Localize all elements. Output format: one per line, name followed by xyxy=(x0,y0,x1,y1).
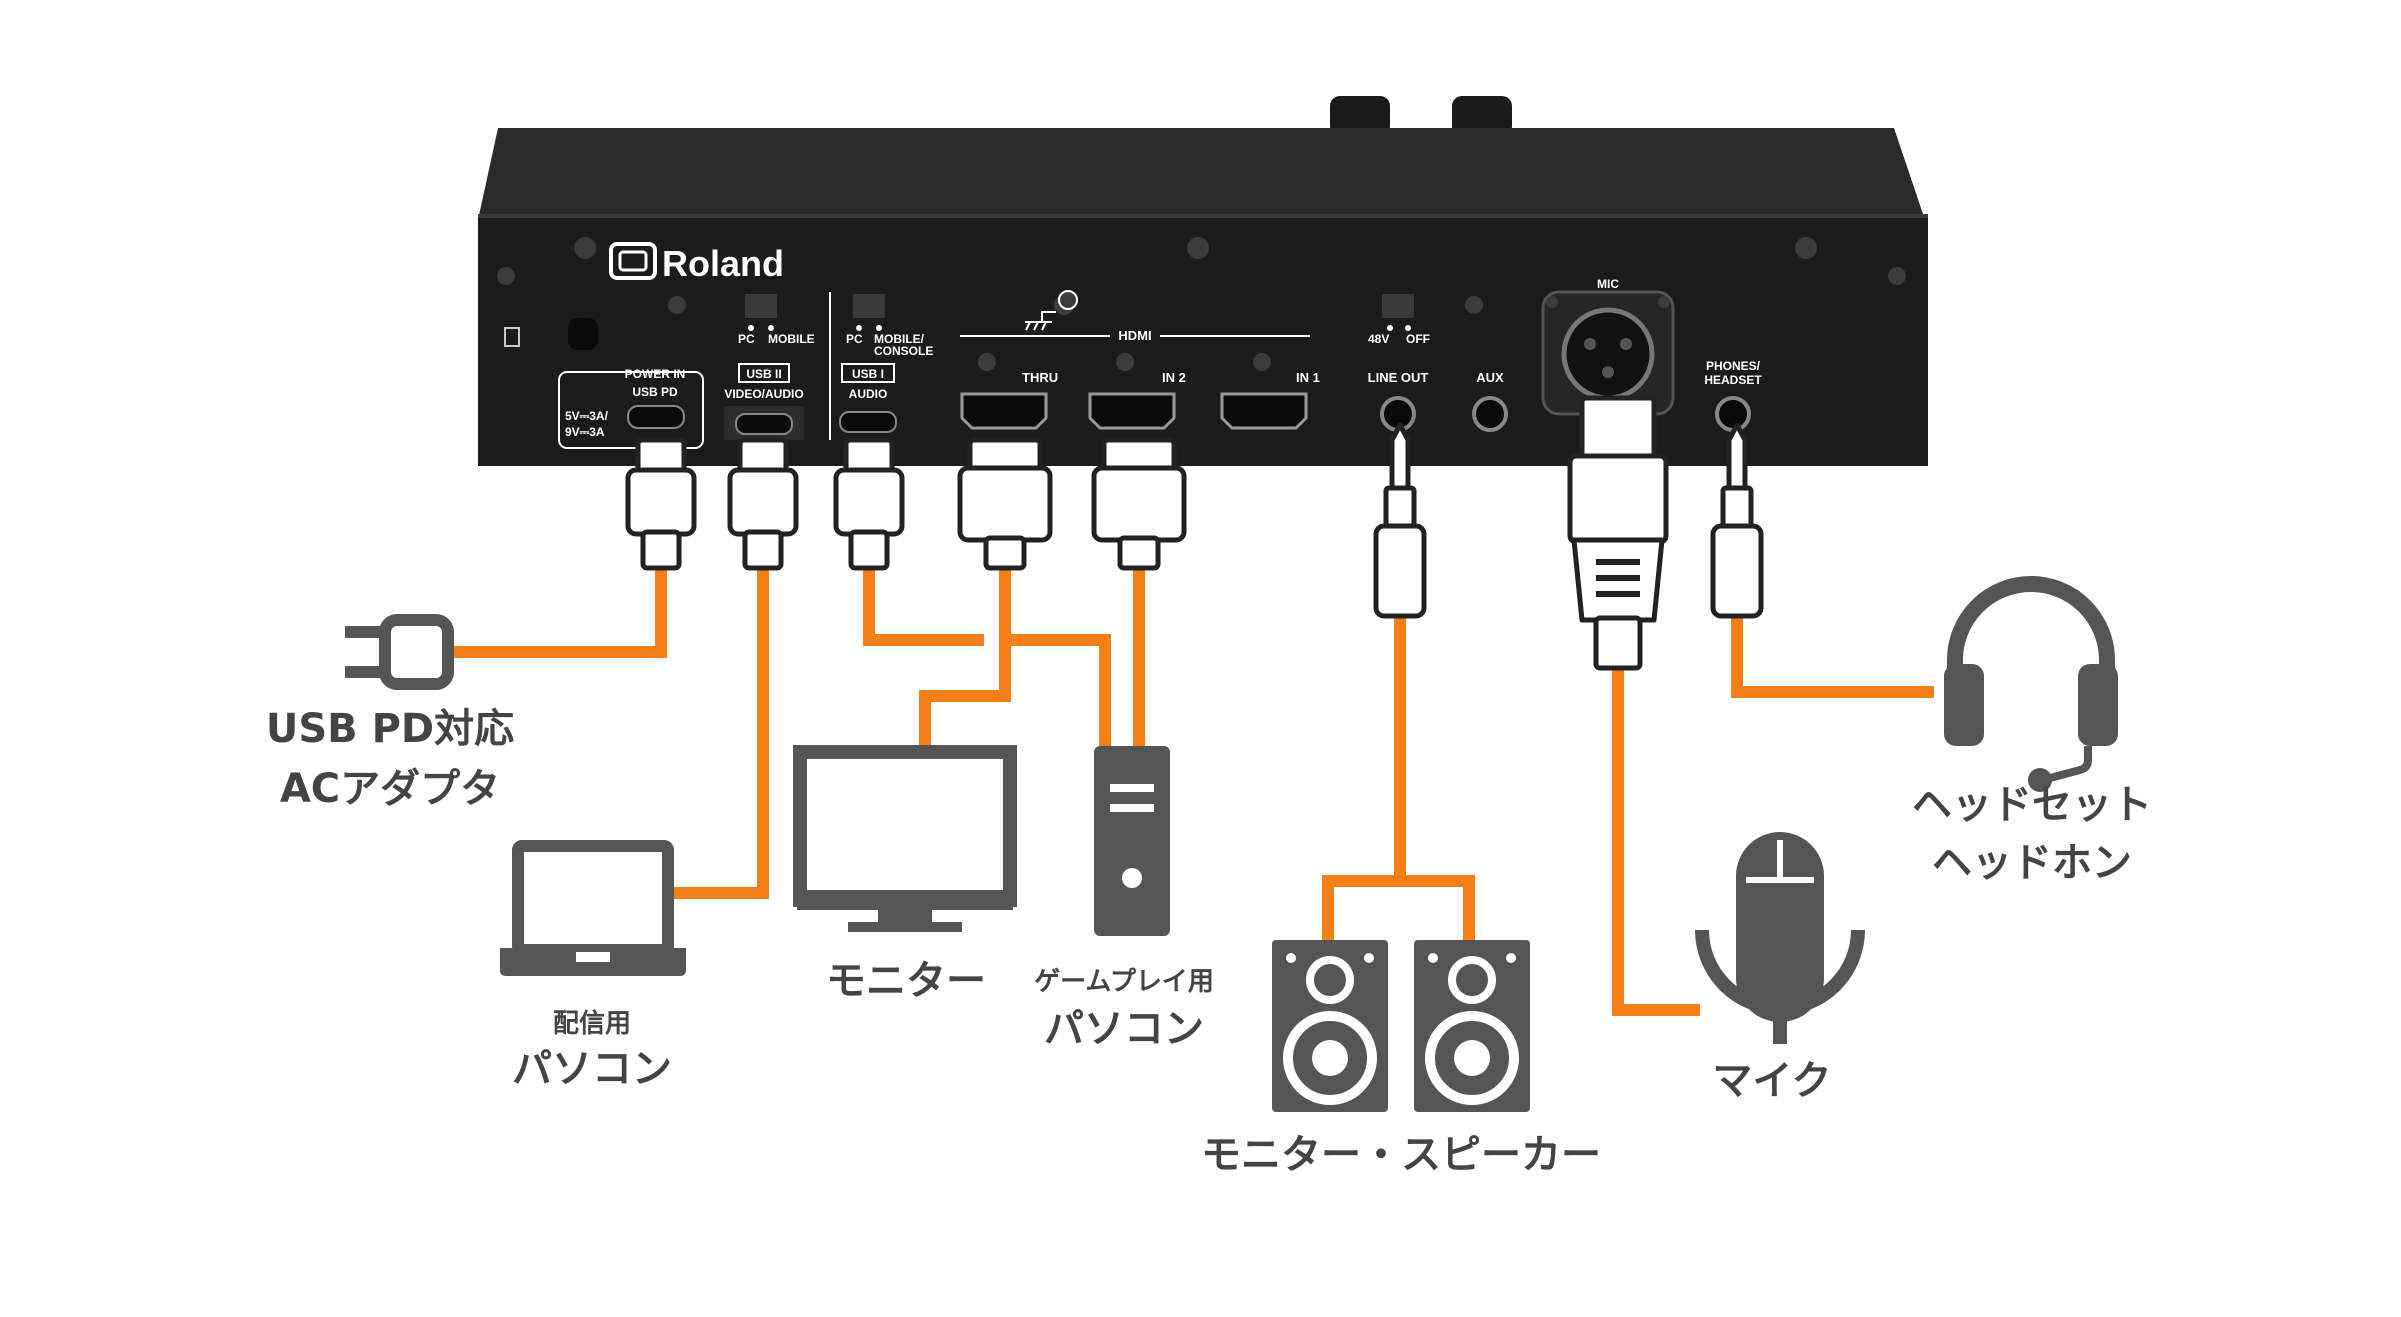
usb2-label: USB II xyxy=(746,367,781,381)
aux-label: AUX xyxy=(1476,370,1504,385)
plug-line-out xyxy=(1373,422,1427,619)
phantom-switch[interactable] xyxy=(1382,294,1414,318)
monitor-label: モニター xyxy=(826,958,986,1004)
speaker-icon xyxy=(1414,940,1530,1112)
knob-right xyxy=(1452,96,1512,136)
cable-speakers xyxy=(1322,875,1475,940)
stream-pc-label-1: 配信用 xyxy=(553,1009,631,1039)
mic-xlr-port[interactable] xyxy=(1561,307,1655,401)
plug-usb2 xyxy=(727,437,799,571)
phantom-off-label: OFF xyxy=(1406,332,1430,346)
plug-usb1 xyxy=(833,437,905,571)
usb2-port[interactable] xyxy=(735,413,793,435)
pc-tower-icon xyxy=(1094,746,1170,936)
headset-label-2: ヘッドホン xyxy=(1932,840,2132,886)
cable-usb1-audio xyxy=(863,568,984,646)
plug-hdmi-thru xyxy=(957,437,1053,571)
headset-icon xyxy=(1944,576,2118,792)
power-in-label: POWER IN xyxy=(625,367,686,381)
mic-device-label: マイク xyxy=(1712,1058,1831,1104)
power-in-port[interactable] xyxy=(627,405,685,429)
usb1-pc-label: PC xyxy=(846,332,863,346)
power-in-frame xyxy=(558,371,704,449)
mic-label: MIC xyxy=(1597,277,1619,291)
usb1-mobile-label: MOBILE/ xyxy=(874,332,925,346)
hdmi-label: HDMI xyxy=(1118,328,1151,343)
hdmi-in2-label: IN 2 xyxy=(1162,370,1186,385)
power-spec-2: 9V⎓3A xyxy=(565,425,605,439)
cables xyxy=(448,568,1934,1016)
hdmi-thru-port[interactable] xyxy=(960,392,1048,430)
usb1-switch[interactable] xyxy=(853,294,885,318)
usb2-badge xyxy=(738,363,790,383)
speaker-icon xyxy=(1272,940,1388,1112)
kensington-lock-icon xyxy=(504,327,520,347)
plug-mic-xlr xyxy=(1567,395,1669,671)
cable-power xyxy=(448,568,667,658)
aux-jack[interactable] xyxy=(1472,396,1508,432)
usb2-pc-label: PC xyxy=(738,332,755,346)
panel-face-edge xyxy=(478,214,1928,218)
phones-jack[interactable] xyxy=(1715,396,1751,432)
hdmi-in1-port[interactable] xyxy=(1220,392,1308,430)
cable-usb2 xyxy=(668,568,769,899)
video-audio-label: VIDEO/AUDIO xyxy=(724,387,803,401)
game-pc-label-2: パソコン xyxy=(1044,1006,1204,1052)
phantom-48v-label: 48V xyxy=(1368,332,1389,346)
cable-hdmi-thru xyxy=(919,568,1011,746)
plug-phones xyxy=(1710,422,1764,619)
usb1-port[interactable] xyxy=(839,411,897,433)
phones-label-1: PHONES/ xyxy=(1706,359,1761,373)
microphone-icon xyxy=(1695,832,1865,1044)
cable-headset xyxy=(1731,614,1934,698)
speakers-label: モニター・スピーカー xyxy=(1201,1132,1601,1178)
plug-icon xyxy=(345,614,454,690)
cable-mic xyxy=(1612,666,1700,1016)
usb2-switch[interactable] xyxy=(745,294,777,318)
monitor-icon xyxy=(793,745,1017,932)
roland-logo: Roland xyxy=(609,242,784,284)
device-labels: USB PD対応 ACアダプタ 配信用 パソコン モニター ゲームプレイ用 パソ… xyxy=(266,706,2152,1178)
adapter-label-1: USB PD対応 xyxy=(266,706,514,752)
plug-power xyxy=(625,437,697,571)
power-spec-1: 5V⎓3A/ xyxy=(565,409,609,423)
game-pc-label-1: ゲームプレイ用 xyxy=(1034,967,1214,997)
usb1-label: USB I xyxy=(852,367,884,381)
audio-label: AUDIO xyxy=(849,387,888,401)
phones-label-2: HEADSET xyxy=(1704,373,1762,387)
cable-hdmi-thru-ext xyxy=(1005,634,1111,746)
stream-pc-label-2: パソコン xyxy=(512,1046,672,1092)
hdmi-in2-port[interactable] xyxy=(1088,392,1176,430)
plug-hdmi-in2 xyxy=(1091,437,1187,571)
headset-label-1: ヘッドセット xyxy=(1912,782,2152,828)
lock-slot xyxy=(568,318,598,350)
plugs xyxy=(625,395,1764,671)
brand-text: Roland xyxy=(662,243,784,284)
panel-top-face xyxy=(478,128,1925,220)
laptop-icon xyxy=(500,840,686,976)
hdmi-in1-label: IN 1 xyxy=(1296,370,1320,385)
adapter-label-2: ACアダプタ xyxy=(280,766,500,812)
usb1-console-label: CONSOLE xyxy=(874,344,933,358)
device-rear-panel: Roland POWER IN USB PD 5V⎓3A/ 9V⎓3A PC M… xyxy=(478,96,1928,466)
usb-pd-label: USB PD xyxy=(632,385,678,399)
line-out-label: LINE OUT xyxy=(1368,370,1429,385)
hdmi-thru-label: THRU xyxy=(1022,370,1058,385)
usb2-mobile-label: MOBILE xyxy=(768,332,815,346)
knob-left xyxy=(1330,96,1390,136)
usb1-badge xyxy=(841,363,895,383)
ground-icon xyxy=(1025,290,1078,331)
